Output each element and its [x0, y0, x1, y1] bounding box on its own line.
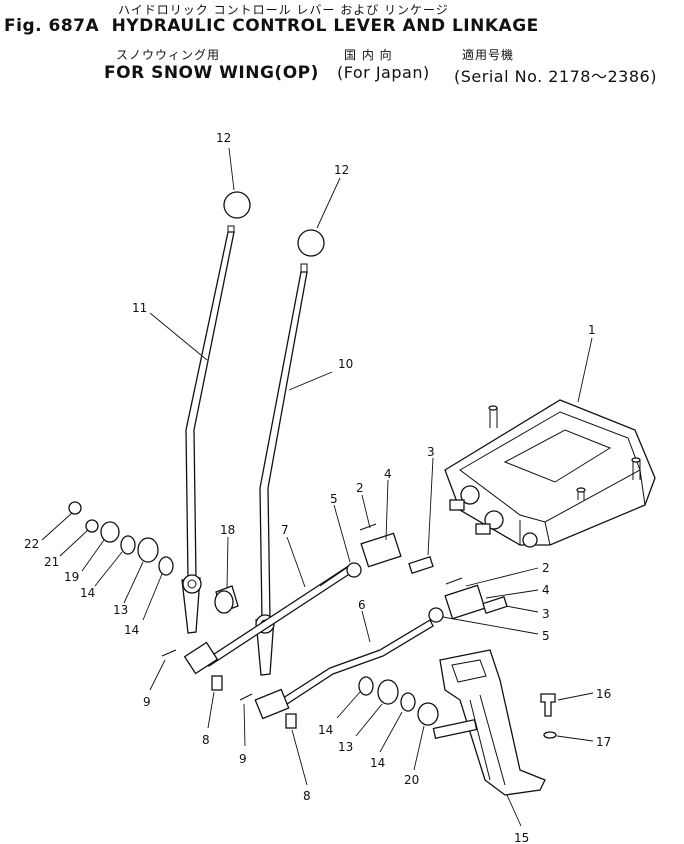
callout-12b: 12 — [334, 163, 349, 177]
clevis-4a — [360, 532, 402, 568]
callout-2a: 2 — [356, 481, 364, 495]
callout-9b: 9 — [239, 752, 247, 766]
callout-2b: 2 — [542, 561, 550, 575]
seal-14a — [120, 535, 136, 555]
pin-8b — [285, 713, 297, 729]
figure-title-row: Fig. 687A HYDRAULIC CONTROL LEVER AND LI… — [4, 16, 539, 36]
cotter-9a — [161, 649, 177, 657]
serial-text: Serial No. 2178～2386 — [460, 67, 651, 86]
pin-8a — [211, 675, 223, 691]
callout-13a: 13 — [113, 603, 128, 617]
callout-21: 21 — [44, 555, 59, 569]
callout-14a: 14 — [80, 586, 95, 600]
subtitle: FOR SNOW WING(OP) — [104, 63, 319, 83]
callout-13b: 13 — [338, 740, 353, 754]
bearing-13a — [137, 537, 159, 563]
callout-8b: 8 — [303, 789, 311, 803]
callout-20: 20 — [404, 773, 419, 787]
bolt-22 — [68, 501, 82, 515]
callout-1: 1 — [588, 323, 596, 337]
callout-15: 15 — [514, 831, 529, 844]
title-japanese: ハイドロリック コントロール レバー および リンケージ — [118, 3, 449, 17]
callout-3b: 3 — [542, 607, 550, 621]
knob-left — [223, 191, 251, 219]
cotter-2b — [445, 577, 463, 585]
country-text: For Japan — [343, 63, 423, 82]
nut-5a — [346, 562, 362, 578]
subtitle-japanese: スノウウィング用 — [116, 48, 221, 62]
serial-japanese: 適用号機 — [462, 48, 515, 62]
cotter-9b — [239, 693, 253, 701]
bushing-18 — [214, 585, 239, 614]
callout-4a: 4 — [384, 467, 392, 481]
cotter-2a — [359, 523, 377, 531]
callout-14b: 14 — [124, 623, 139, 637]
country-note: (For Japan) — [337, 63, 430, 82]
callout-10: 10 — [338, 357, 353, 371]
callout-11: 11 — [132, 301, 147, 315]
rod-6 — [254, 619, 434, 720]
seal-14b — [158, 556, 174, 576]
pin-3a — [408, 556, 434, 574]
bearing-13b — [377, 679, 399, 705]
pin-3b — [482, 596, 508, 614]
callout-18: 18 — [220, 523, 235, 537]
callout-7: 7 — [281, 523, 289, 537]
callout-6: 6 — [358, 598, 366, 612]
callout-17: 17 — [596, 735, 611, 749]
callout-9a: 9 — [143, 695, 151, 709]
callout-8a: 8 — [202, 733, 210, 747]
callout-22: 22 — [24, 537, 39, 551]
callout-12a: 12 — [216, 131, 231, 145]
seal-14c — [358, 676, 374, 696]
callout-19: 19 — [64, 570, 79, 584]
leader-lines — [41, 147, 594, 827]
washer-19 — [100, 521, 120, 543]
washer-17 — [543, 731, 557, 739]
knob-right — [297, 229, 325, 257]
lock-washer-21 — [85, 519, 99, 533]
bolt-16 — [540, 693, 556, 717]
callout-5a: 5 — [330, 492, 338, 506]
seal-14d — [400, 692, 416, 712]
callout-14d: 14 — [370, 756, 385, 770]
bracket-15 — [432, 649, 546, 796]
clevis-4b — [444, 584, 486, 620]
country-japanese: 国 内 向 — [344, 48, 393, 62]
callout-3a: 3 — [427, 445, 435, 459]
callout-14c: 14 — [318, 723, 333, 737]
figure-title: HYDRAULIC CONTROL LEVER AND LINKAGE — [111, 16, 539, 36]
callout-4b: 4 — [542, 583, 550, 597]
callout-labels: 12 12 11 10 1 3 2 4 5 18 7 22 21 19 14 1… — [24, 131, 611, 844]
lever-10 — [259, 271, 308, 621]
callout-5b: 5 — [542, 629, 550, 643]
control-valve — [444, 399, 656, 548]
nut-5b — [428, 607, 444, 623]
washer-20 — [417, 702, 439, 726]
serial-note: (Serial No. 2178～2386) — [454, 67, 657, 86]
figure-number: Fig. 687A — [4, 16, 100, 36]
callout-16: 16 — [596, 687, 611, 701]
